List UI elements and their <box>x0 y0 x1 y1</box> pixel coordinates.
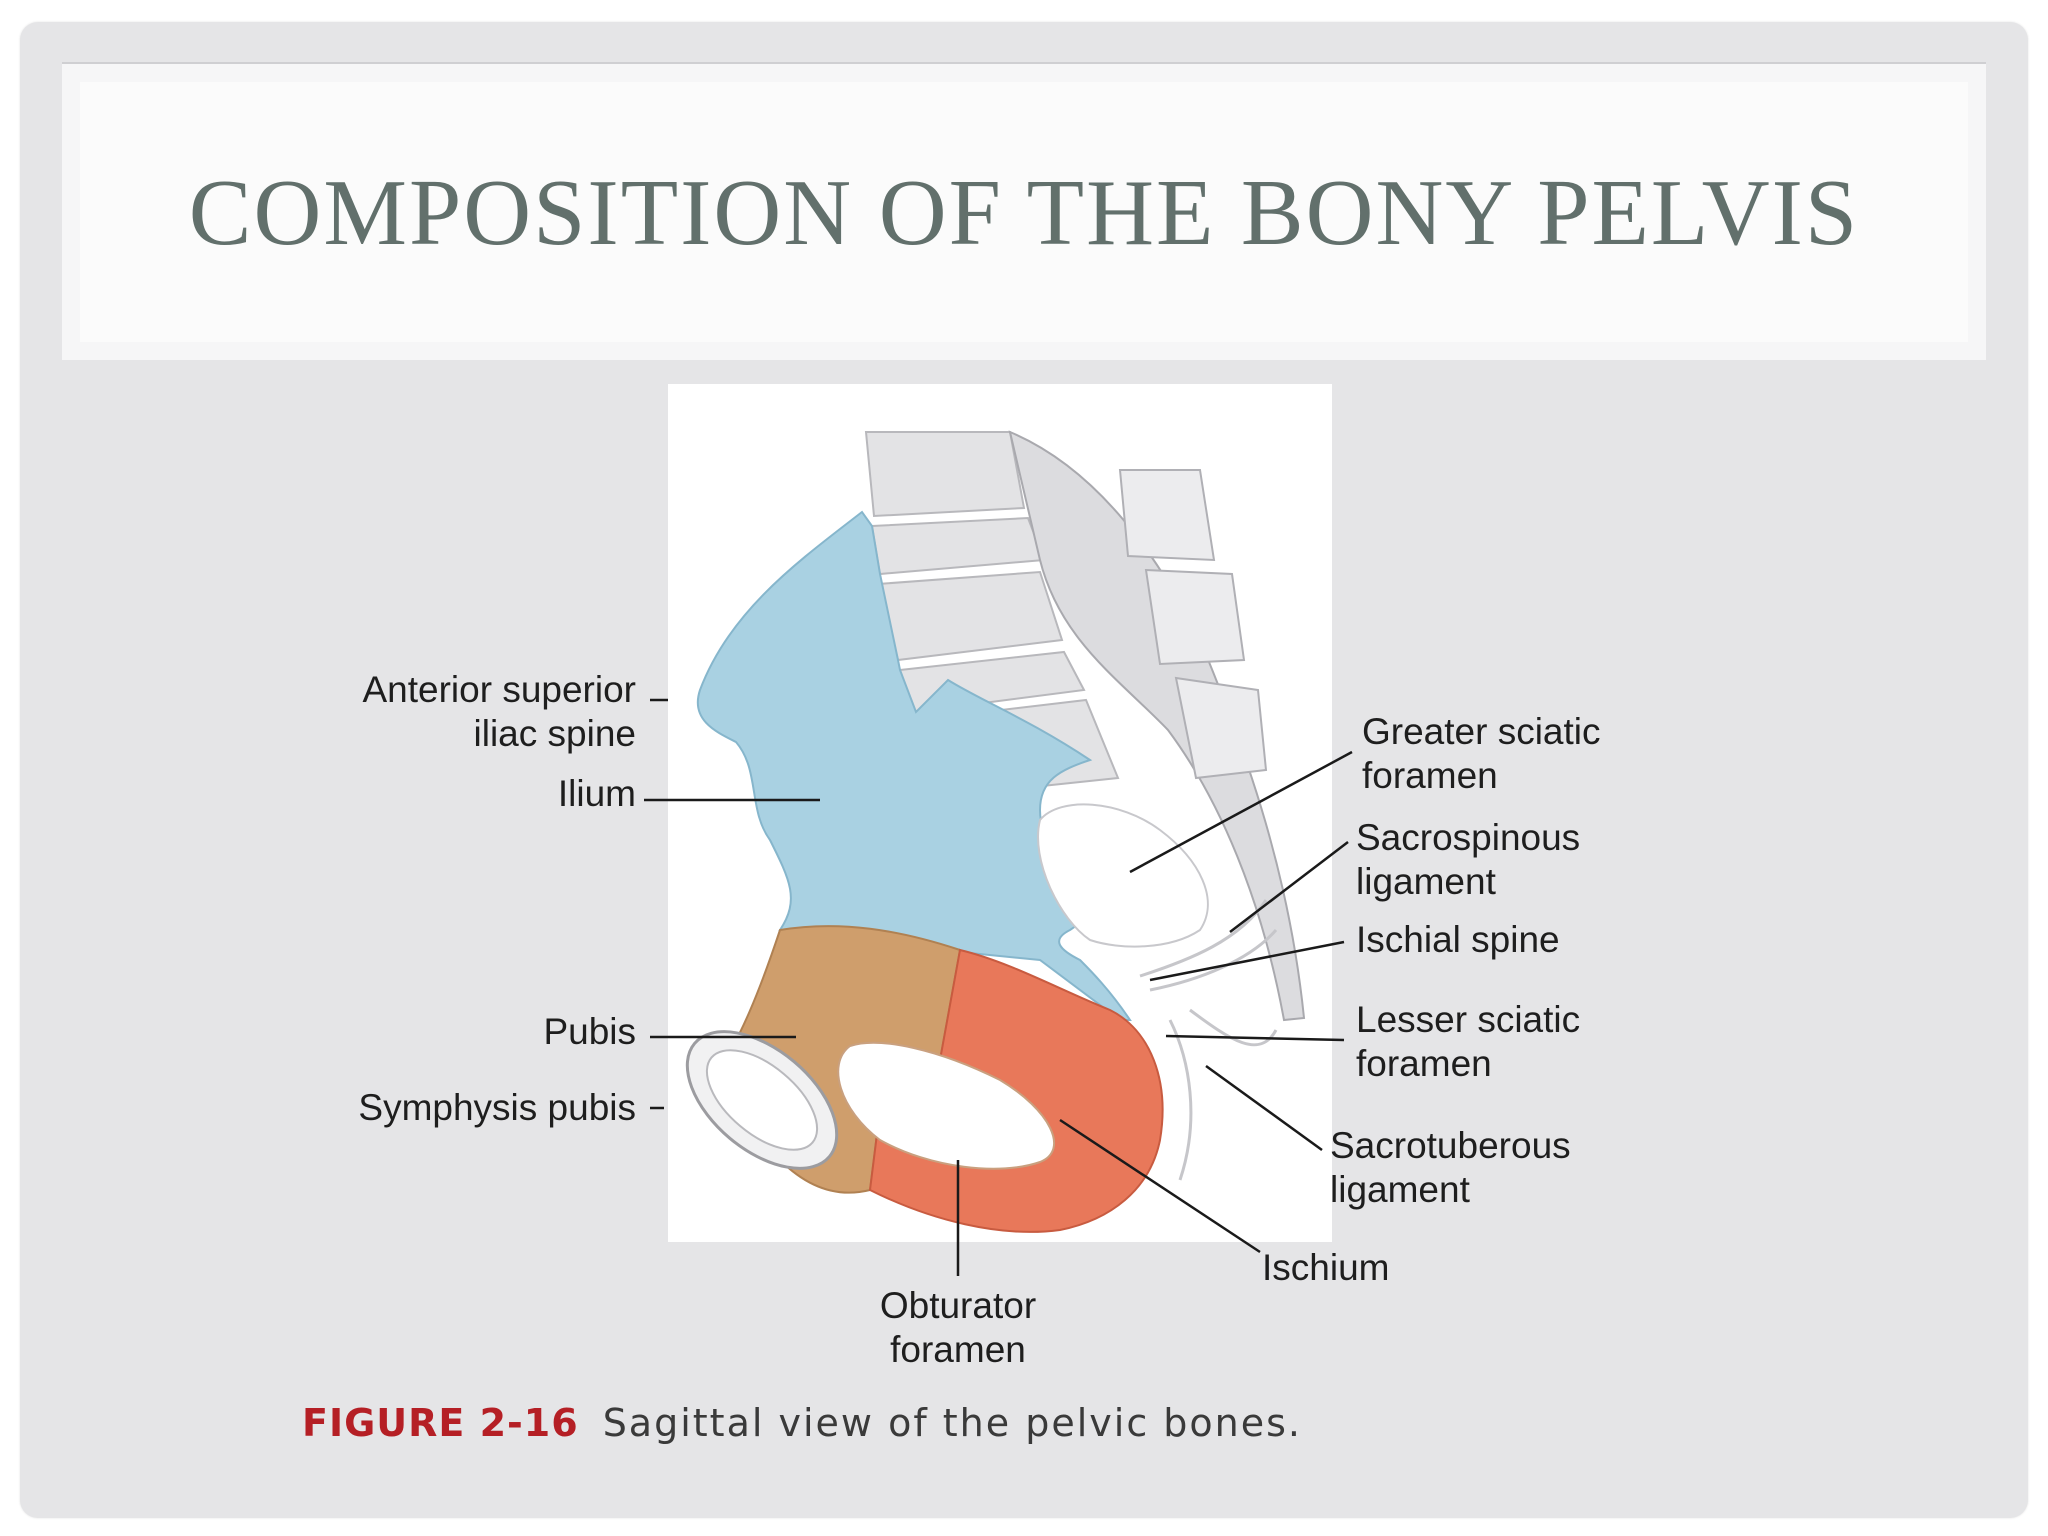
label-obturator-foramen: Obturator foramen <box>879 1285 1037 1370</box>
slide-title: Composition of the Bony Pelvis <box>188 161 1860 265</box>
label-symphysis-pubis: Symphysis pubis <box>358 1087 636 1128</box>
label-anterior-superior-iliac-spine: Anterior superior iliac spine <box>362 669 636 754</box>
figure-number: FIGURE 2-16 <box>302 1401 579 1445</box>
label-lesser-sciatic-foramen: Lesser sciatic foramen <box>1356 999 1581 1084</box>
label-greater-sciatic-foramen: Greater sciatic foramen <box>1362 711 1601 796</box>
label-ilium: Ilium <box>557 773 636 814</box>
caption-text: Sagittal view of the pelvic bones. <box>602 1401 1303 1445</box>
greater-sciatic-foramen-shape <box>1037 803 1209 948</box>
title-band <box>62 62 1986 360</box>
obturator-foramen-shape <box>837 1041 1056 1170</box>
label-pubis: Pubis <box>543 1011 636 1052</box>
symphysis-pubis-shape <box>685 1030 839 1170</box>
ilium-region <box>696 510 1132 1021</box>
label-ischium: Ischium <box>1262 1247 1390 1288</box>
leader-lines <box>644 698 1353 1276</box>
label-sacrospinous-ligament: Sacrospinous ligament <box>1356 817 1581 902</box>
label-ischial-spine: Ischial spine <box>1356 919 1560 960</box>
label-sacrotuberous-ligament: Sacrotuberous ligament <box>1330 1125 1571 1210</box>
figure-caption: FIGURE 2-16 Sagittal view of the pelvic b… <box>302 1398 1302 1448</box>
